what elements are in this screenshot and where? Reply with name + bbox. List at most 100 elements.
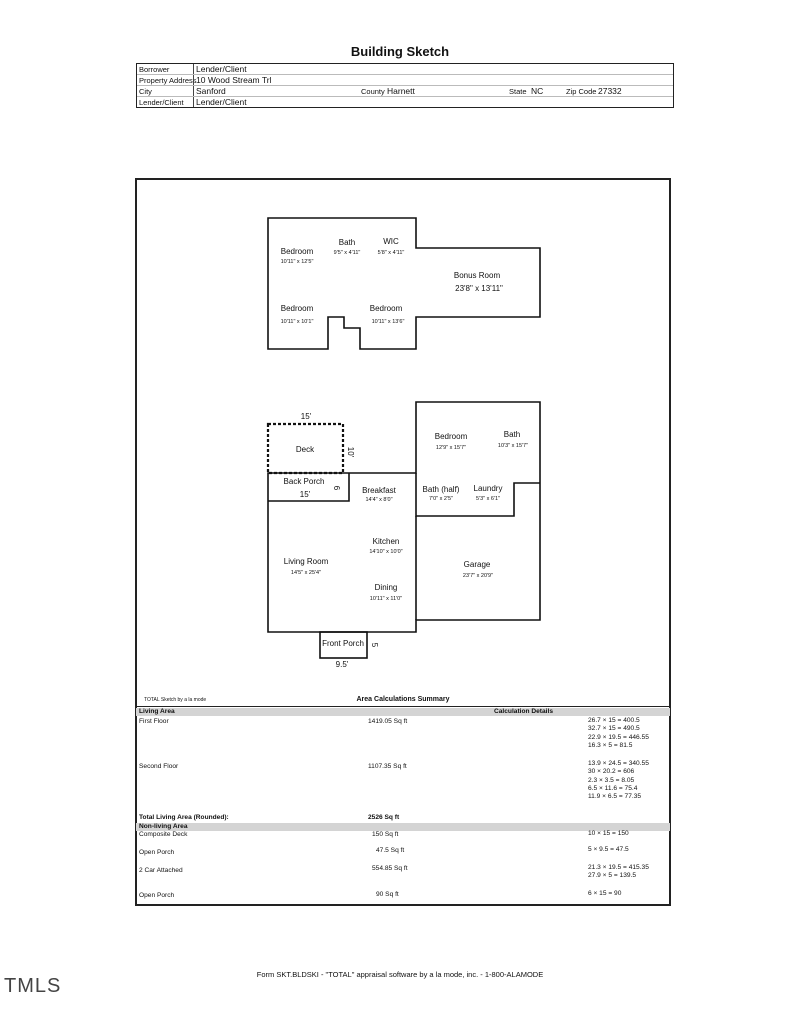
nonliving-area-bar xyxy=(136,823,670,831)
living-area-header: Living Area xyxy=(139,708,175,715)
second-floor-calcs: 13.9 × 24.5 = 340.55 30 × 20.2 = 606 2.3… xyxy=(588,760,668,801)
state-value: NC xyxy=(531,86,544,96)
page-title: Building Sketch xyxy=(350,44,450,59)
calc-line: 16.3 × 5 = 81.5 xyxy=(588,741,633,749)
service-wall xyxy=(415,473,540,517)
sketch-frame xyxy=(135,178,671,906)
upper-bath-dim: 9'5" x 4'11" xyxy=(334,250,361,256)
second-floor-label: Second Floor xyxy=(139,763,179,770)
back-porch-label: Back Porch xyxy=(284,477,325,486)
bath-half-label: Bath (half) xyxy=(423,485,460,494)
breakfast-dim: 14'4" x 8'0" xyxy=(365,497,392,503)
second-floor-value: 1107.35 Sq ft xyxy=(368,763,407,770)
calc-line: 6.5 × 11.6 = 75.4 xyxy=(588,784,638,792)
deck-top-dim: 15' xyxy=(301,412,312,421)
total-living-value: 2526 Sq ft xyxy=(368,814,400,821)
deck-side-dim: 10' xyxy=(346,447,355,458)
calc-line: 26.7 × 15 = 400.5 xyxy=(588,717,640,724)
bedroom1-dim: 10'11" x 12'5" xyxy=(281,259,314,265)
total-living-label: Total Living Area (Rounded): xyxy=(139,814,229,821)
kitchen-dim: 14'10" x 10'0" xyxy=(369,549,402,555)
calc-details-header: Calculation Details xyxy=(494,708,553,715)
borrower-label: Borrower xyxy=(139,65,170,74)
garage-area-label: 2 Car Attached xyxy=(139,867,183,874)
address-label: Property Address xyxy=(139,76,197,85)
lower-bedroom-dim: 12'9" x 15'7" xyxy=(436,445,466,451)
deck-label: Deck xyxy=(296,445,315,454)
front-porch-label: Front Porch xyxy=(322,639,364,648)
calc-line: 21.3 × 19.5 = 415.35 xyxy=(588,864,649,871)
calc-line: 6 × 15 = 90 xyxy=(588,890,622,897)
upper-bath-label: Bath xyxy=(339,238,355,247)
living-area-bar xyxy=(136,708,670,716)
upper-floor-outline xyxy=(267,217,541,350)
property-header-table: Borrower Lender/Client Property Address … xyxy=(136,63,674,108)
form-footer: Form SKT.BLDSKI - "TOTAL" appraisal soft… xyxy=(256,970,544,979)
breakfast-label: Breakfast xyxy=(362,486,397,495)
back-porch-bottom-dim: 15' xyxy=(300,490,311,499)
lender-label: Lender/Client xyxy=(139,98,184,107)
borrower-value: Lender/Client xyxy=(196,64,247,74)
open-porch1-calcs: 5 × 9.5 = 47.5 xyxy=(588,846,668,854)
area-summary-title: Area Calculations Summary xyxy=(356,696,450,703)
back-porch-side-dim: 6 xyxy=(332,486,341,491)
bedroom3-dim: 10'11" x 13'6" xyxy=(372,319,405,325)
open-porch2-calcs: 6 × 15 = 90 xyxy=(588,890,668,898)
lower-floor-outline xyxy=(267,401,541,633)
zip-label: Zip Code xyxy=(566,87,597,96)
first-floor-value: 1419.05 Sq ft xyxy=(368,718,408,725)
kitchen-label: Kitchen xyxy=(373,537,400,546)
calc-line: 11.9 × 6.5 = 77.35 xyxy=(588,793,642,801)
laundry-dim: 5'3" x 6'1" xyxy=(476,496,500,502)
wic-dim: 5'8" x 4'11" xyxy=(378,250,405,256)
back-porch-wall xyxy=(268,473,350,502)
bonus-room-dim: 23'8" x 13'11" xyxy=(455,284,503,293)
address-value: 10 Wood Stream Trl xyxy=(196,75,272,85)
tmls-watermark: TMLS xyxy=(4,975,62,997)
calc-line: 13.9 × 24.5 = 340.55 xyxy=(588,760,649,767)
borrower-row: Borrower Lender/Client xyxy=(137,64,673,75)
first-floor-label: First Floor xyxy=(139,718,169,725)
front-porch-outline xyxy=(319,631,368,659)
open-porch1-value: 47.5 Sq ft xyxy=(376,847,405,854)
laundry-label: Laundry xyxy=(474,484,503,493)
calc-line: 5 × 9.5 = 47.5 xyxy=(588,846,629,853)
dining-dim: 10'11" x 11'0" xyxy=(370,596,402,602)
nonliving-header: Non-living Area xyxy=(139,823,188,830)
bedroom3-label: Bedroom xyxy=(370,304,403,313)
open-porch1-label: Open Porch xyxy=(139,849,175,856)
front-porch-bottom-dim: 9.5' xyxy=(336,660,349,669)
county-value: Harnett xyxy=(387,86,415,96)
calc-line: 27.9 × 5 = 139.5 xyxy=(588,872,637,880)
garage-area-value: 554.85 Sq ft xyxy=(372,865,408,872)
city-value: Sanford xyxy=(196,86,226,96)
bedroom2-label: Bedroom xyxy=(281,304,314,313)
garage-label: Garage xyxy=(464,560,491,569)
front-porch-side-dim: 5 xyxy=(370,643,379,648)
composite-deck-value: 150 Sq ft xyxy=(372,831,399,838)
lower-bath-label: Bath xyxy=(504,430,520,439)
open-porch2-label: Open Porch xyxy=(139,892,175,899)
city-label: City xyxy=(139,87,152,96)
composite-deck-label: Composite Deck xyxy=(139,831,188,838)
bonus-room-label: Bonus Room xyxy=(454,271,501,280)
zip-value: 27332 xyxy=(598,86,622,96)
bedroom1-label: Bedroom xyxy=(281,247,314,256)
state-label: State xyxy=(509,87,527,96)
county-label: County xyxy=(361,87,385,96)
calc-line: 2.3 × 3.5 = 8.05 xyxy=(588,776,635,784)
first-floor-calcs: 26.7 × 15 = 400.5 32.7 × 15 = 490.5 22.9… xyxy=(588,717,668,750)
lower-bath-dim: 10'3" x 15'7" xyxy=(498,443,528,449)
lender-row: Lender/Client Lender/Client xyxy=(137,97,673,107)
garage-dim: 23'7" x 20'9" xyxy=(463,573,493,579)
lender-value: Lender/Client xyxy=(196,97,247,107)
city-row: City Sanford County Harnett State NC Zip… xyxy=(137,86,673,97)
calc-line: 22.9 × 19.5 = 446.55 xyxy=(588,733,649,741)
calc-line: 32.7 × 15 = 490.5 xyxy=(588,725,640,733)
deck-outline xyxy=(266,422,345,475)
bedroom2-dim: 10'11" x 10'1" xyxy=(281,319,314,325)
garage-calcs: 21.3 × 19.5 = 415.35 27.9 × 5 = 139.5 xyxy=(588,864,668,881)
address-row: Property Address 10 Wood Stream Trl xyxy=(137,75,673,86)
bath-half-dim: 7'0" x 2'5" xyxy=(429,496,453,502)
